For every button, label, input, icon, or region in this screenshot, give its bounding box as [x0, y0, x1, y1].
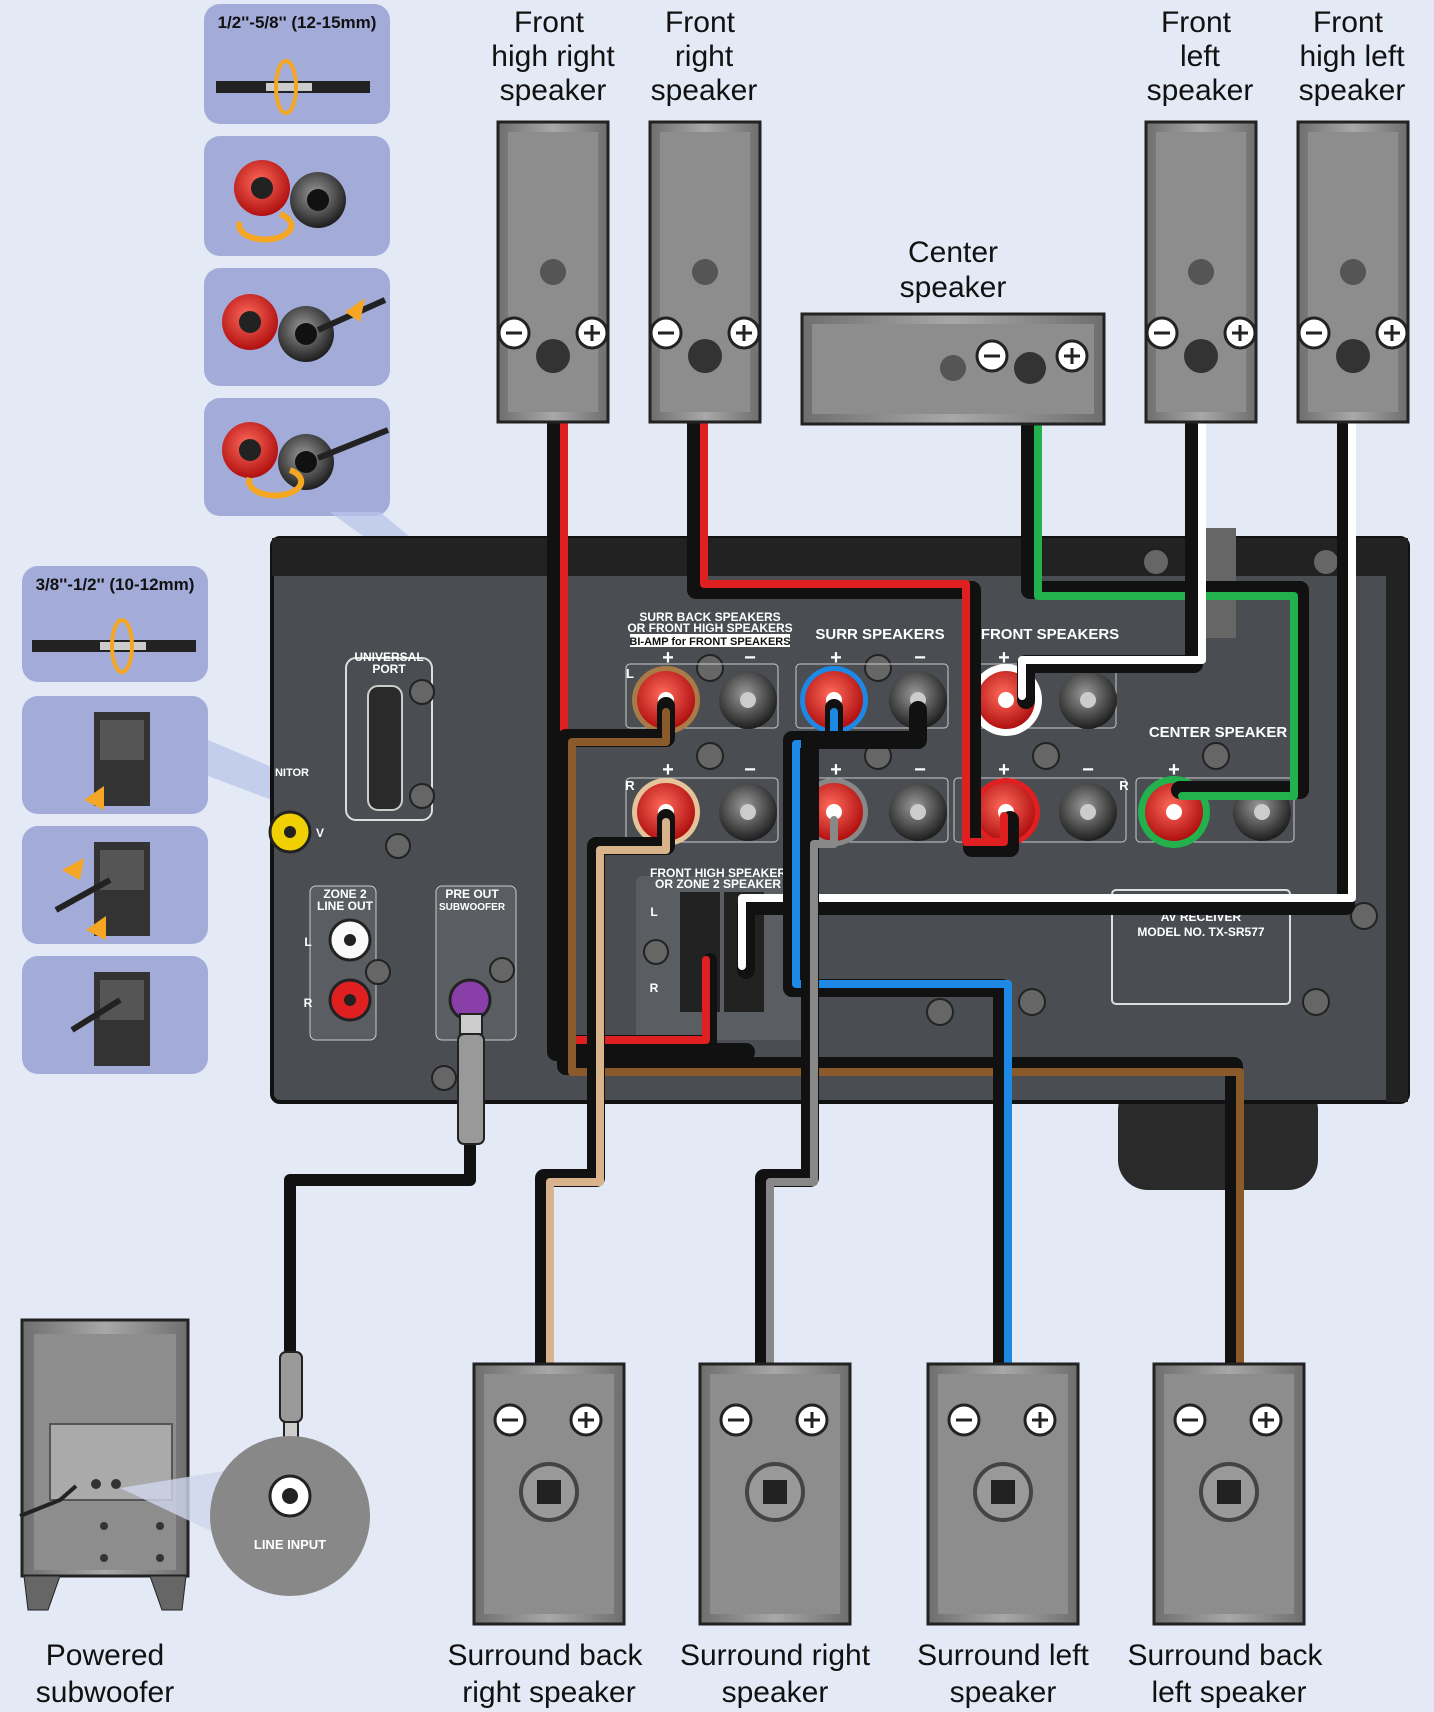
surround-left-label-2: speaker: [950, 1676, 1057, 1709]
surr-speakers-label: SURR SPEAKERS: [815, 626, 944, 643]
surround-left-speaker: [926, 1362, 1080, 1626]
front-high-left-label-1: Front: [1313, 6, 1384, 39]
svg-text:SUBWOOFER: SUBWOOFER: [439, 902, 506, 913]
svg-text:+: +: [662, 647, 674, 669]
receiver-foot: [1118, 1080, 1318, 1190]
surround-left-label-1: Surround left: [917, 1639, 1089, 1672]
front-right-label-2: right: [675, 40, 734, 73]
powered-subwoofer: [19, 1318, 190, 1611]
svg-text:L: L: [626, 666, 634, 681]
strip-length-label: 1/2''-5/8'' (12-15mm): [218, 13, 377, 32]
svg-text:R: R: [304, 996, 313, 1010]
line-input-label: LINE INPUT: [254, 1537, 326, 1552]
front-high-left-label-2: high left: [1299, 40, 1405, 73]
front-high-left-label-3: speaker: [1299, 74, 1406, 107]
front-left-label-2: left: [1180, 40, 1221, 73]
front-speakers-label: FRONT SPEAKERS: [981, 626, 1119, 643]
surround-right-speaker: [698, 1362, 852, 1626]
surround-back-left-label-2: left speaker: [1151, 1676, 1306, 1709]
center-speaker-label: CENTER SPEAKER: [1149, 724, 1288, 741]
front-high-right-label-2: high right: [491, 40, 615, 73]
svg-text:−: −: [744, 647, 756, 669]
universal-port-label: UNIVERSAL: [354, 650, 423, 664]
svg-text:+: +: [830, 759, 842, 781]
subwoofer-label-1: Powered: [46, 1639, 164, 1672]
svg-text:−: −: [914, 759, 926, 781]
center-speaker: [800, 312, 1106, 426]
svg-text:R: R: [625, 778, 635, 793]
svg-text:+: +: [998, 759, 1010, 781]
svg-text:L: L: [650, 905, 657, 919]
front-left-label-1: Front: [1161, 6, 1232, 39]
spring-clip-instructions: 3/8''-1/2'' (10-12mm): [22, 566, 208, 1074]
svg-text:+: +: [662, 759, 674, 781]
surr-back-label-1: SURR BACK SPEAKERS: [639, 610, 780, 624]
surround-back-right-speaker: [472, 1362, 626, 1626]
svg-text:+: +: [830, 647, 842, 669]
tighten-arrow-icon: [246, 467, 305, 499]
surround-back-right-label-2: right speaker: [462, 1676, 635, 1709]
front-right-speaker: [648, 120, 762, 424]
front-high-zone2-label: FRONT HIGH SPEAKER: [650, 866, 786, 880]
front-right-label-1: Front: [665, 6, 736, 39]
front-high-left-speaker: [1296, 120, 1410, 424]
front-left-label-3: speaker: [1147, 74, 1254, 107]
center-label-2: speaker: [900, 271, 1007, 304]
pre-out-label: PRE OUT: [445, 887, 499, 901]
universal-port-connector[interactable]: [367, 685, 403, 811]
surround-back-left-speaker: [1152, 1362, 1306, 1626]
monitor-out-label: NITOR: [275, 767, 309, 779]
front-high-right-speaker: [496, 120, 610, 424]
svg-text:+: +: [998, 647, 1010, 669]
surr-back-label-2: OR FRONT HIGH SPEAKERS: [627, 621, 792, 635]
twist-arrow-icon: [274, 59, 298, 115]
svg-text:PORT: PORT: [372, 662, 406, 676]
svg-text:LINE OUT: LINE OUT: [317, 899, 374, 913]
svg-text:−: −: [744, 759, 756, 781]
front-high-right-label-3: speaker: [500, 74, 607, 107]
turn-arrow-icon: [236, 211, 295, 243]
svg-text:R: R: [1119, 778, 1129, 793]
screw-icon: [409, 783, 435, 809]
front-right-label-3: speaker: [651, 74, 758, 107]
surround-back-left-label-1: Surround back: [1127, 1639, 1323, 1672]
press-arrow-icon: [84, 786, 104, 810]
subwoofer-label-2: subwoofer: [36, 1676, 174, 1709]
svg-text:R: R: [650, 981, 659, 995]
surround-right-label-1: Surround right: [680, 1639, 871, 1672]
svg-text:−: −: [1082, 759, 1094, 781]
svg-text:−: −: [914, 647, 926, 669]
svg-text:L: L: [304, 935, 311, 949]
surround-back-right-label-1: Surround back: [447, 1639, 643, 1672]
screw-icon: [409, 679, 435, 705]
center-label-1: Center: [908, 236, 998, 269]
insert-arrow-icon: [345, 298, 365, 322]
svg-text:+: +: [1168, 759, 1180, 781]
front-left-speaker: [1144, 120, 1258, 424]
surround-right-label-2: speaker: [722, 1676, 829, 1709]
clip-strip-length-label: 3/8''-1/2'' (10-12mm): [36, 575, 195, 594]
monitor-v-label: V: [316, 826, 324, 840]
zone2-line-out-label: ZONE 2: [323, 887, 367, 901]
strip-length-panel: [204, 4, 390, 124]
bi-amp-label: BI-AMP for FRONT SPEAKERS: [629, 636, 790, 648]
model-line-2: MODEL NO. TX-SR577: [1137, 925, 1264, 939]
svg-text:OR ZONE 2 SPEAKER: OR ZONE 2 SPEAKER: [655, 877, 781, 891]
front-high-right-label-1: Front: [514, 6, 585, 39]
model-plate: [1111, 889, 1291, 1005]
speaker-wires: [284, 347, 1356, 1449]
universal-port-frame: [345, 657, 433, 821]
binding-post-instructions: 1/2''-5/8'' (12-15mm): [204, 4, 390, 516]
